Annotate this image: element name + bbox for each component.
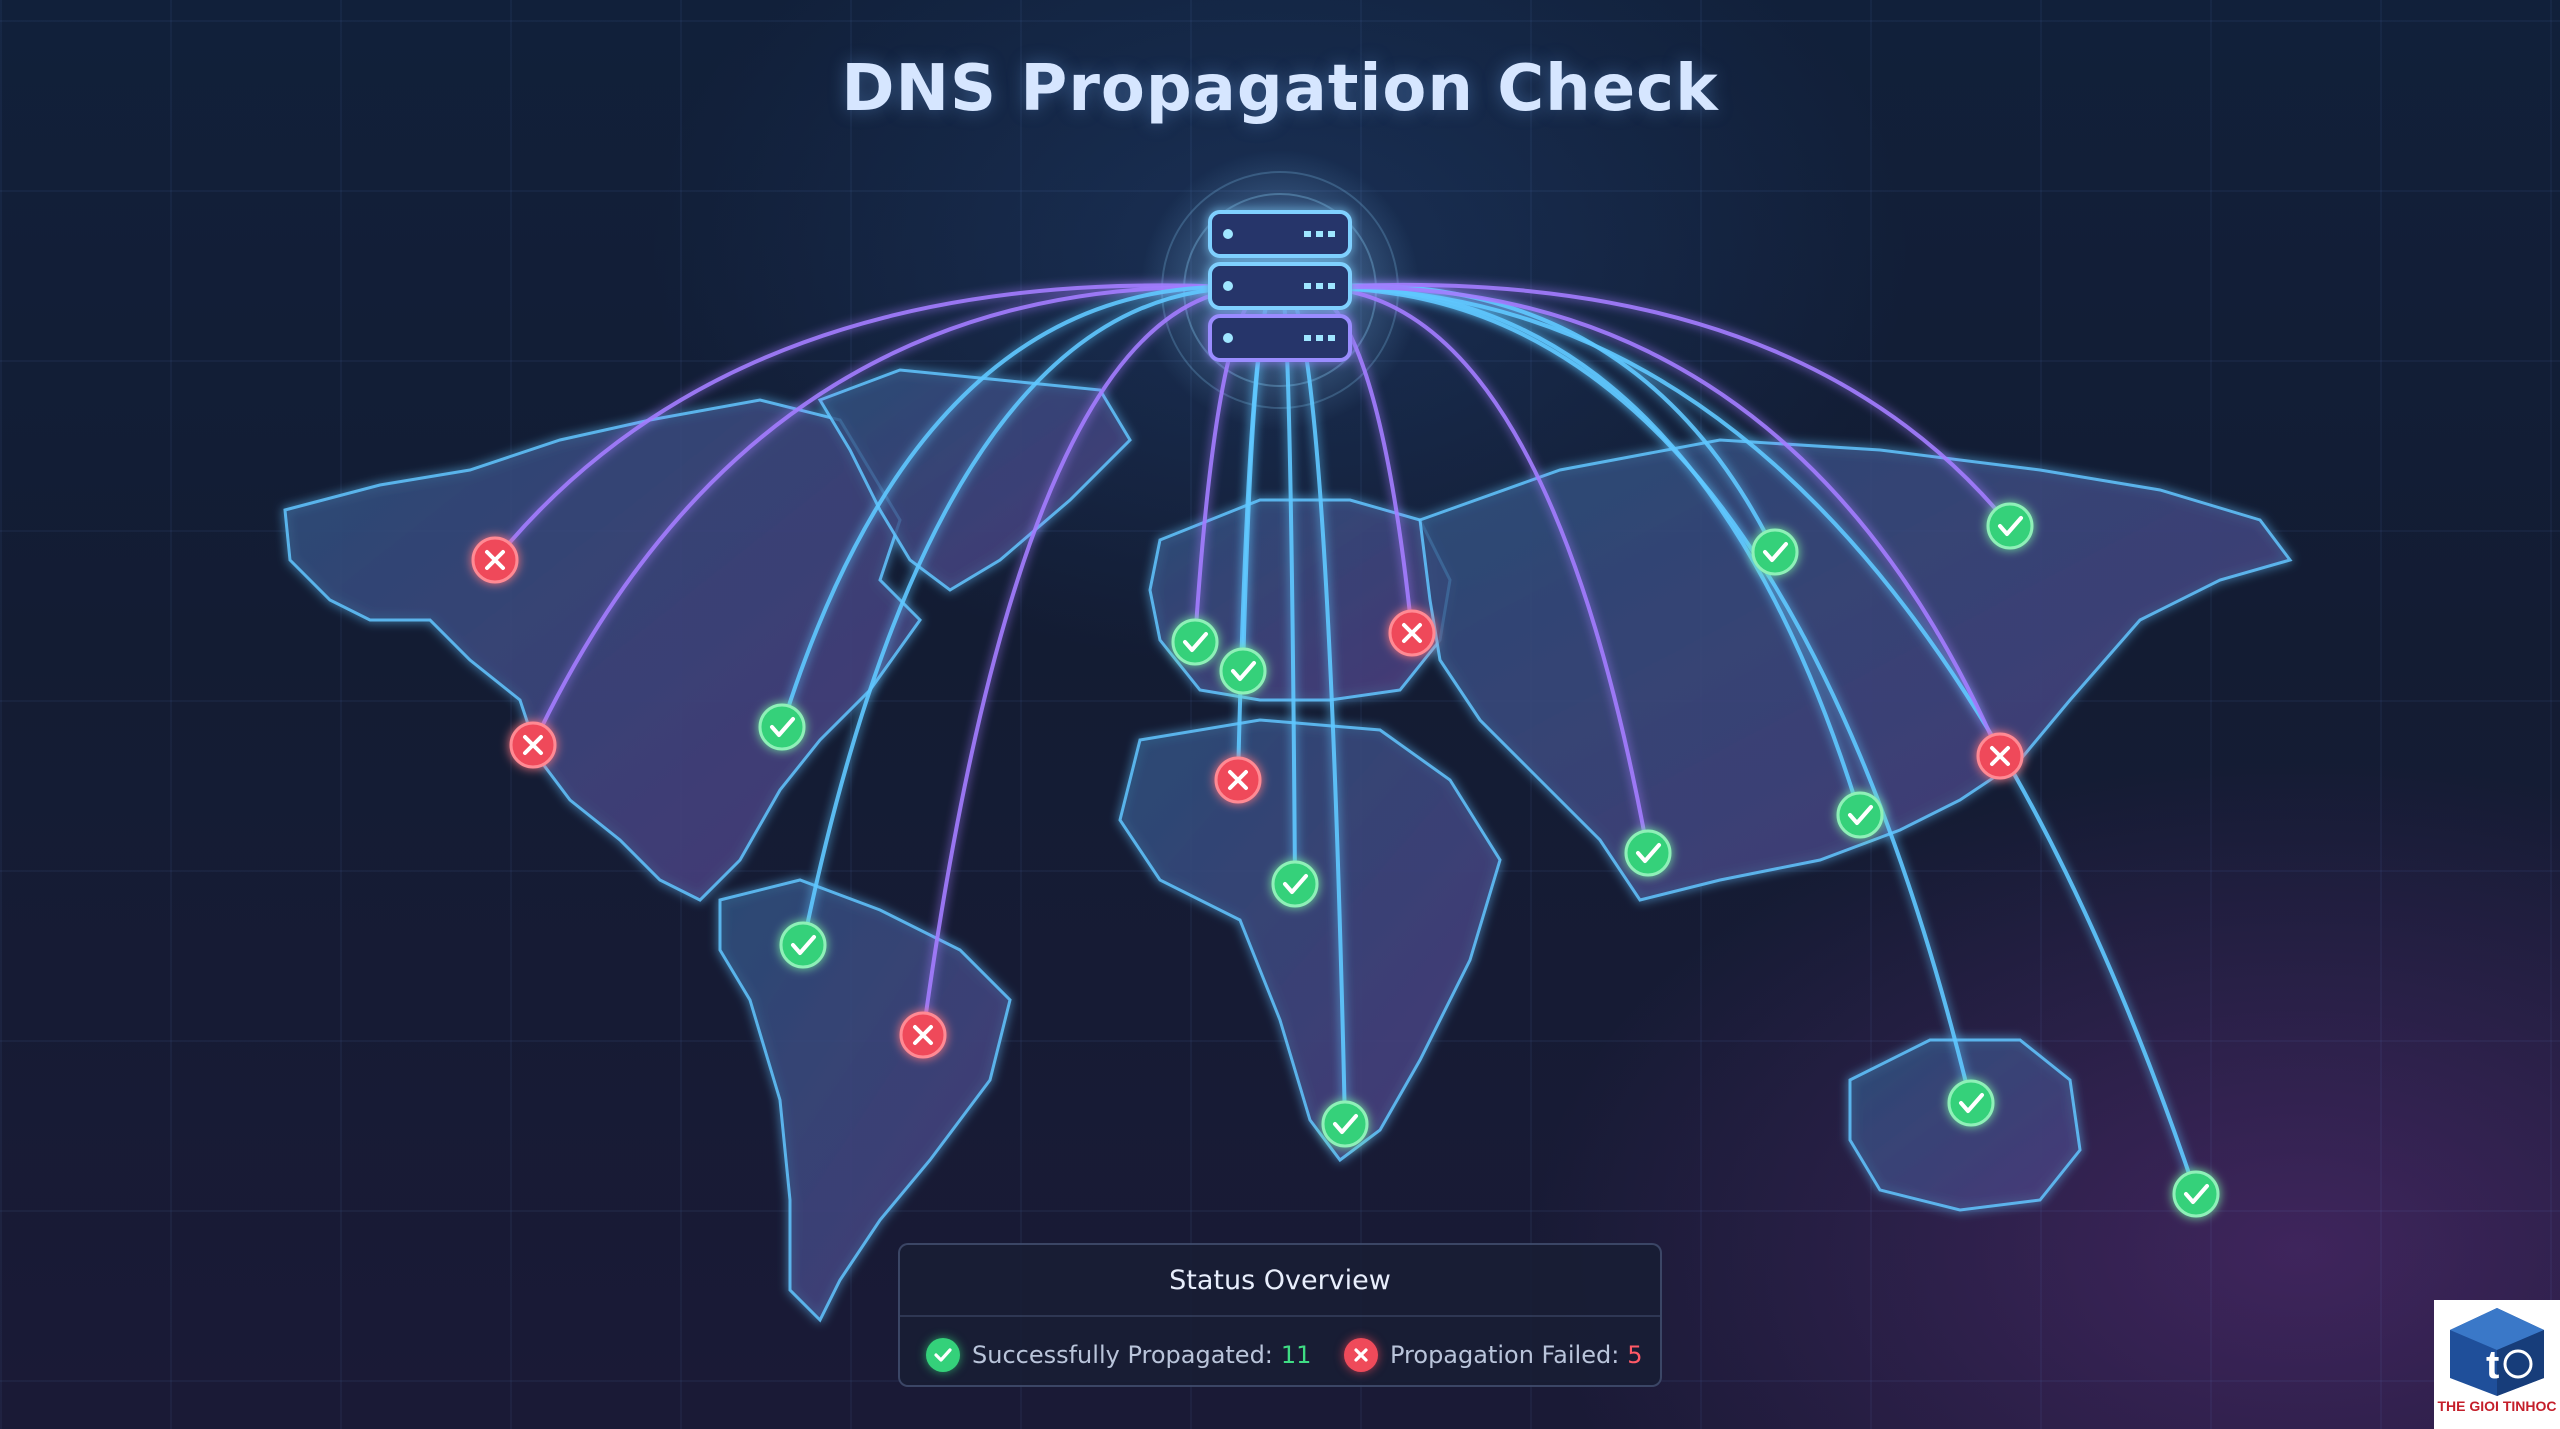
- node-success-checkmark-icon: [1171, 618, 1219, 666]
- legend-success-count: 11: [1280, 1341, 1312, 1369]
- cross-icon: [1344, 1338, 1378, 1372]
- continent-europe: [1148, 498, 1452, 702]
- node-failed-cross-icon: [471, 536, 519, 584]
- cube-logo-icon: t: [2450, 1308, 2544, 1396]
- dns-server-icon: [1208, 210, 1352, 362]
- status-overview-title: Status Overview: [1169, 1265, 1391, 1296]
- node-success-checkmark-icon: [1986, 502, 2034, 550]
- node-success-checkmark-icon: [1836, 791, 1884, 839]
- checkmark-icon: [926, 1338, 960, 1372]
- status-overview-panel: Status Overview Successfully Propagated:…: [898, 1243, 1662, 1387]
- node-success-checkmark-icon: [1751, 528, 1799, 576]
- legend-failed: Propagation Failed: 5: [1344, 1335, 1643, 1375]
- node-success-checkmark-icon: [758, 703, 806, 751]
- propagation-line: [1278, 282, 2012, 528]
- node-failed-cross-icon: [1388, 609, 1436, 657]
- node-success-checkmark-icon: [1947, 1079, 1995, 1127]
- propagation-line: [531, 285, 1282, 747]
- node-failed-cross-icon: [1214, 756, 1262, 804]
- propagation-line: [493, 283, 1282, 562]
- node-failed-cross-icon: [899, 1011, 947, 1059]
- continent-africa: [1118, 718, 1502, 1163]
- svg-text:t: t: [2486, 1343, 2499, 1387]
- propagation-nodes: [471, 502, 2220, 1218]
- continent-north-america: [283, 398, 922, 902]
- continent-south-america: [718, 878, 1012, 1323]
- propagation-line: [1278, 286, 2198, 1196]
- node-failed-cross-icon: [509, 721, 557, 769]
- propagation-line: [1278, 286, 1973, 1105]
- node-success-checkmark-icon: [2172, 1170, 2220, 1218]
- continents: [283, 368, 2293, 1323]
- brand-logo-text: THE GIOI TINHOC: [2437, 1398, 2557, 1414]
- node-failed-cross-icon: [1976, 732, 2024, 780]
- propagation-line: [1278, 285, 2002, 758]
- node-success-checkmark-icon: [779, 921, 827, 969]
- node-success-checkmark-icon: [1624, 829, 1672, 877]
- node-success-checkmark-icon: [1219, 647, 1267, 695]
- legend-failed-count: 5: [1627, 1341, 1643, 1369]
- node-success-checkmark-icon: [1271, 860, 1319, 908]
- status-divider: [900, 1315, 1660, 1317]
- propagation-line: [780, 284, 1282, 729]
- legend-success-label: Successfully Propagated:: [972, 1341, 1273, 1369]
- propagation-lines: [493, 282, 2198, 1196]
- legend-success: Successfully Propagated: 11: [926, 1335, 1311, 1375]
- node-success-checkmark-icon: [1321, 1100, 1369, 1148]
- legend-failed-label: Propagation Failed:: [1390, 1341, 1620, 1369]
- page-title: DNS Propagation Check: [841, 52, 1719, 126]
- propagation-line: [801, 285, 1282, 947]
- brand-logo: t THE GIOI TINHOC: [2434, 1300, 2560, 1429]
